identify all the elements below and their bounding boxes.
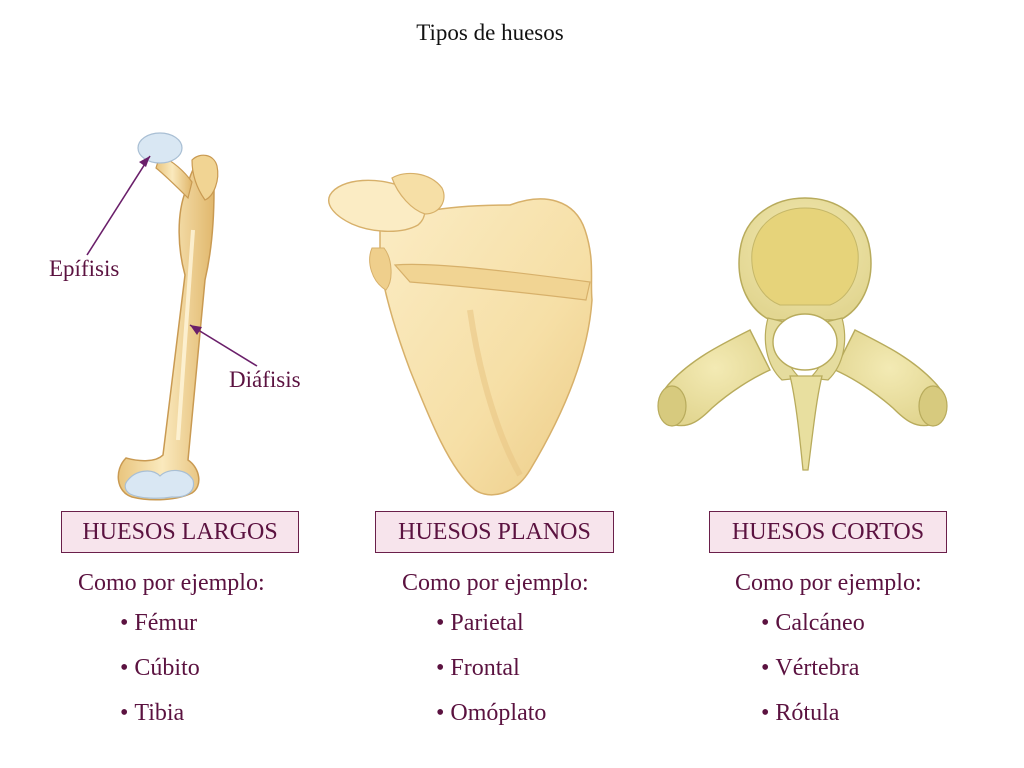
short-bones-intro: Como por ejemplo:	[735, 570, 922, 596]
scapula-illustration	[328, 172, 593, 496]
vertebra-illustration	[657, 197, 948, 471]
list-item: Frontal	[436, 654, 589, 683]
long-bones-examples: Como por ejemplo: Fémur Cúbito Tibia	[78, 570, 265, 744]
femur-illustration	[117, 132, 219, 501]
list-item: Calcáneo	[761, 609, 922, 638]
epifisis-label: Epífisis	[49, 256, 120, 281]
flat-bones-heading: HUESOS PLANOS	[375, 511, 614, 553]
diafisis-pointer	[189, 324, 258, 367]
list-item: Cúbito	[120, 654, 265, 683]
diafisis-label: Diáfisis	[229, 367, 301, 392]
flat-bones-intro: Como por ejemplo:	[402, 570, 589, 596]
long-bones-heading: HUESOS LARGOS	[61, 511, 299, 553]
list-item: Rótula	[761, 699, 922, 728]
flat-bones-examples: Como por ejemplo: Parietal Frontal Omópl…	[402, 570, 589, 744]
short-bones-heading: HUESOS CORTOS	[709, 511, 947, 553]
list-item: Tibia	[120, 699, 265, 728]
list-item: Parietal	[436, 609, 589, 638]
epifisis-pointer	[86, 155, 151, 256]
page-title: Tipos de huesos	[416, 20, 564, 45]
list-item: Omóplato	[436, 699, 589, 728]
long-bones-intro: Como por ejemplo:	[78, 570, 265, 596]
short-bones-examples: Como por ejemplo: Calcáneo Vértebra Rótu…	[735, 570, 922, 744]
list-item: Vértebra	[761, 654, 922, 683]
list-item: Fémur	[120, 609, 265, 638]
